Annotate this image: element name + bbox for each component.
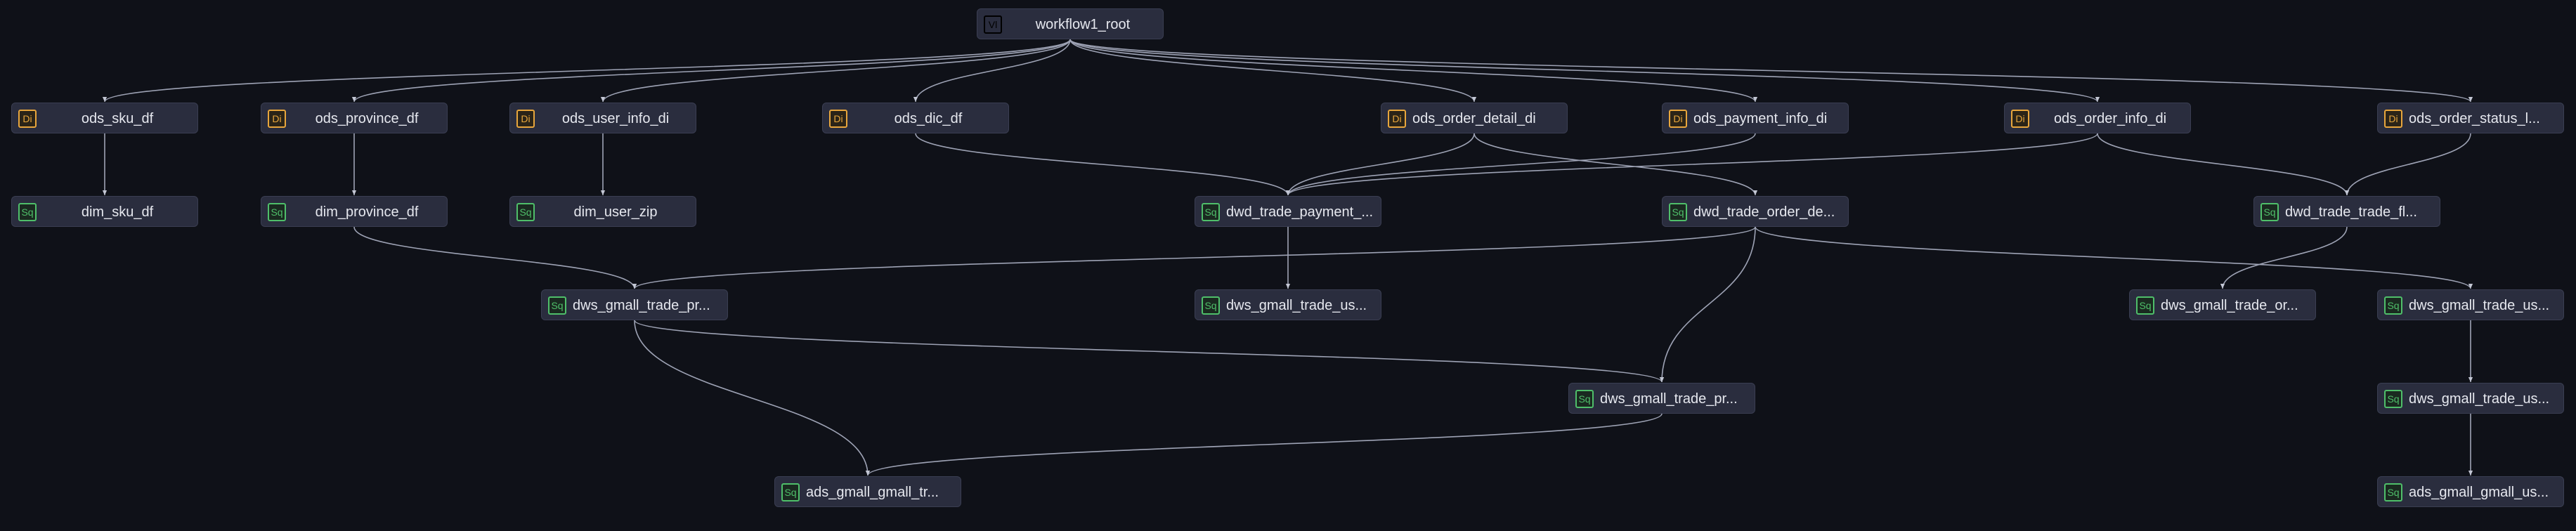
- node-ods-province-df[interactable]: Di ods_province_df: [261, 103, 448, 133]
- edge-dim_province_df-to-dws_gmall_trade_pr_1: [353, 226, 637, 289]
- edge-root-to-ods_dic_df: [913, 39, 1071, 103]
- node-label: ods_user_info_di: [561, 110, 670, 126]
- edge-dwd_trade_order_de-to-dws_gmall_trade_pr_2: [1659, 226, 1756, 383]
- edge-root-to-ods_order_detail_di: [1069, 39, 1477, 103]
- edge-dws_gmall_trade_pr_2-to-ads_gmall_gmall_tr: [865, 413, 1663, 476]
- node-label: dws_gmall_trade_pr...: [573, 297, 710, 313]
- node-label: ods_province_df: [315, 110, 419, 126]
- edge-dws_gmall_trade_pr_1-to-ads_gmall_gmall_tr: [634, 320, 871, 476]
- node-dws-gmall-trade-or[interactable]: Sq dws_gmall_trade_or...: [2129, 289, 2316, 320]
- node-label: dws_gmall_trade_us...: [1226, 297, 1367, 313]
- node-dim-province-df[interactable]: Sq dim_province_df: [261, 196, 448, 227]
- sq-type-icon: Sq: [548, 296, 566, 315]
- node-dws-gmall-trade-pr-2[interactable]: Sq dws_gmall_trade_pr...: [1568, 383, 1755, 414]
- node-label: dwd_trade_payment_...: [1226, 204, 1374, 220]
- sq-type-icon: Sq: [2384, 390, 2402, 408]
- edge-dwd_trade_order_de-to-dws_gmall_trade_us_2: [1755, 226, 2473, 289]
- node-label: ods_order_info_di: [2053, 110, 2167, 126]
- node-label: dws_gmall_trade_pr...: [1600, 391, 1738, 407]
- edge-ods_order_info_di-to-dwd_trade_trade_fl: [2097, 133, 2350, 196]
- sq-type-icon: Sq: [2136, 296, 2154, 315]
- node-ods-sku-df[interactable]: Di ods_sku_df: [11, 103, 198, 133]
- sq-type-icon: Sq: [1202, 296, 1220, 315]
- node-label: ods_order_status_l...: [2409, 110, 2540, 126]
- node-dws-gmall-trade-us-1[interactable]: Sq dws_gmall_trade_us...: [1195, 289, 1381, 320]
- node-ods-user-info-di[interactable]: Di ods_user_info_di: [509, 103, 696, 133]
- node-label: ods_order_detail_di: [1412, 110, 1536, 126]
- sq-type-icon: Sq: [2384, 483, 2402, 501]
- node-dwd-trade-order-de[interactable]: Sq dwd_trade_order_de...: [1662, 196, 1849, 227]
- edge-dws_gmall_trade_pr_1-to-dws_gmall_trade_pr_2: [634, 320, 1664, 383]
- sq-type-icon: Sq: [1202, 203, 1220, 221]
- edge-ods_order_detail_di-to-dwd_trade_payment: [1285, 133, 1475, 196]
- edge-ods_order_detail_di-to-dwd_trade_order_de: [1474, 133, 1758, 196]
- node-root[interactable]: Vl workflow1_root: [977, 8, 1164, 39]
- node-label: ads_gmall_gmall_tr...: [806, 484, 939, 500]
- node-label: ods_payment_info_di: [1693, 110, 1828, 126]
- node-label: dwd_trade_order_de...: [1693, 204, 1835, 220]
- node-dws-gmall-trade-us-3[interactable]: Sq dws_gmall_trade_us...: [2377, 383, 2564, 414]
- node-dws-gmall-trade-us-2[interactable]: Sq dws_gmall_trade_us...: [2377, 289, 2564, 320]
- node-ads-gmall-gmall-us[interactable]: Sq ads_gmall_gmall_us...: [2377, 476, 2564, 507]
- node-label: dwd_trade_trade_fl...: [2285, 204, 2417, 220]
- di-type-icon: Di: [829, 110, 847, 128]
- node-label: dws_gmall_trade_or...: [2161, 297, 2298, 313]
- node-label: dws_gmall_trade_us...: [2409, 391, 2550, 407]
- node-label: ods_sku_df: [81, 110, 154, 126]
- di-type-icon: Di: [268, 110, 286, 128]
- di-type-icon: Di: [1669, 110, 1687, 128]
- node-label: dim_user_zip: [573, 204, 658, 220]
- sq-type-icon: Sq: [1669, 203, 1687, 221]
- sq-type-icon: Sq: [18, 203, 37, 221]
- node-ods-order-detail-di[interactable]: Di ods_order_detail_di: [1381, 103, 1568, 133]
- node-label: ads_gmall_gmall_us...: [2409, 484, 2549, 500]
- edge-root-to-ods_order_status_l: [1069, 39, 2473, 103]
- di-type-icon: Di: [2384, 110, 2402, 128]
- node-dim-sku-df[interactable]: Sq dim_sku_df: [11, 196, 198, 227]
- edge-root-to-ods_order_info_di: [1069, 39, 2100, 103]
- edge-dwd_trade_trade_fl-to-dws_gmall_trade_or: [2220, 226, 2348, 289]
- node-dim-user-zip[interactable]: Sq dim_user_zip: [509, 196, 696, 227]
- sq-type-icon: Sq: [781, 483, 800, 501]
- sq-type-icon: Sq: [2384, 296, 2402, 315]
- node-ods-dic-df[interactable]: Di ods_dic_df: [822, 103, 1009, 133]
- di-type-icon: Di: [18, 110, 37, 128]
- node-ads-gmall-gmall-tr[interactable]: Sq ads_gmall_gmall_tr...: [774, 476, 961, 507]
- edge-ods_dic_df-to-dwd_trade_payment: [915, 133, 1291, 196]
- node-label: dim_sku_df: [81, 204, 154, 220]
- node-label: dim_province_df: [315, 204, 419, 220]
- node-dwd-trade-trade-fl[interactable]: Sq dwd_trade_trade_fl...: [2253, 196, 2440, 227]
- node-label: ods_dic_df: [894, 110, 963, 126]
- edge-ods_order_info_di-to-dwd_trade_payment: [1285, 133, 2098, 196]
- edge-root-to-ods_sku_df: [103, 39, 1071, 103]
- edge-root-to-ods_payment_info_di: [1069, 39, 1758, 103]
- sq-type-icon: Sq: [268, 203, 286, 221]
- sq-type-icon: Sq: [2260, 203, 2279, 221]
- edge-ods_order_status_l-to-dwd_trade_trade_fl: [2344, 133, 2471, 196]
- edge-root-to-ods_province_df: [351, 39, 1071, 103]
- edge-ods_payment_info_di-to-dwd_trade_payment: [1285, 133, 1756, 196]
- node-label: workflow1_root: [1035, 16, 1131, 32]
- di-type-icon: Di: [2011, 110, 2029, 128]
- node-ods-payment-info-di[interactable]: Di ods_payment_info_di: [1662, 103, 1849, 133]
- vl-type-icon: Vl: [984, 15, 1002, 34]
- node-dwd-trade-payment[interactable]: Sq dwd_trade_payment_...: [1195, 196, 1381, 227]
- sq-type-icon: Sq: [516, 203, 535, 221]
- di-type-icon: Di: [1388, 110, 1406, 128]
- edge-dwd_trade_order_de-to-dws_gmall_trade_pr_1: [632, 226, 1756, 289]
- node-label: dws_gmall_trade_us...: [2409, 297, 2550, 313]
- node-dws-gmall-trade-pr-1[interactable]: Sq dws_gmall_trade_pr...: [541, 289, 728, 320]
- node-ods-order-status-l[interactable]: Di ods_order_status_l...: [2377, 103, 2564, 133]
- sq-type-icon: Sq: [1575, 390, 1594, 408]
- edge-root-to-ods_user_info_di: [600, 39, 1071, 103]
- di-type-icon: Di: [516, 110, 535, 128]
- node-ods-order-info-di[interactable]: Di ods_order_info_di: [2004, 103, 2191, 133]
